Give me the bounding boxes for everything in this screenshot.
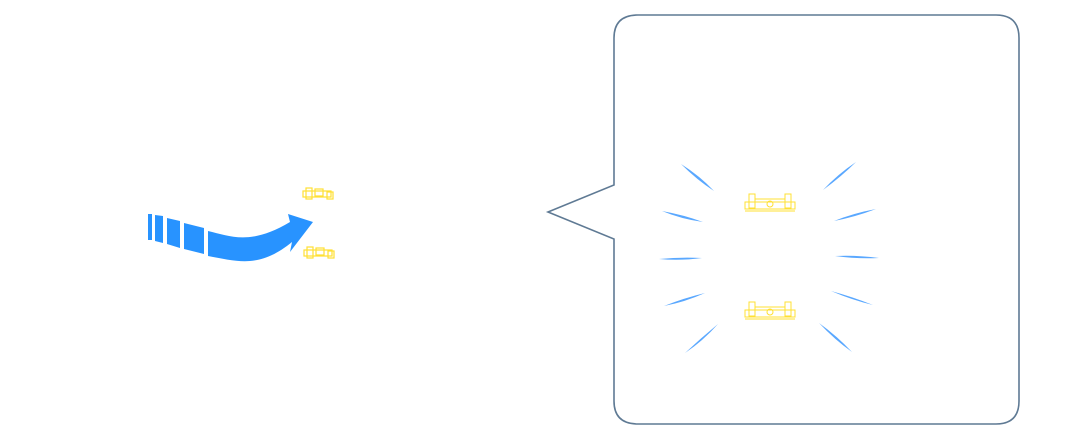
bracket-part-icon bbox=[303, 246, 335, 259]
burst-rays-icon bbox=[659, 162, 879, 353]
motion-arrow-icon bbox=[148, 214, 313, 262]
bracket-part-icon bbox=[302, 187, 334, 200]
speech-bubble bbox=[545, 14, 1020, 425]
